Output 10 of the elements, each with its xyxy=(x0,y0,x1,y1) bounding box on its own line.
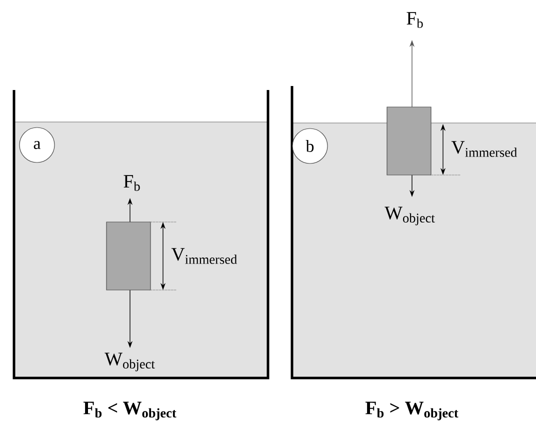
caption: F$_{b}$ < W$_{object}$ xyxy=(84,402,176,420)
dimension-label: V$_{immersed}$ xyxy=(451,141,517,157)
force-label: W$_{object}$ xyxy=(104,352,155,372)
floating-block xyxy=(106,222,151,290)
force-label: W$_{object}$ xyxy=(384,206,435,226)
floating-block xyxy=(386,106,432,176)
dimension-label: V$_{immersed}$ xyxy=(171,248,237,264)
caption: F$_{b}$ > W$_{object}$ xyxy=(366,402,458,420)
force-label: F$_{b}$ xyxy=(124,175,140,191)
force-label: F$_{b}$ xyxy=(406,12,423,28)
